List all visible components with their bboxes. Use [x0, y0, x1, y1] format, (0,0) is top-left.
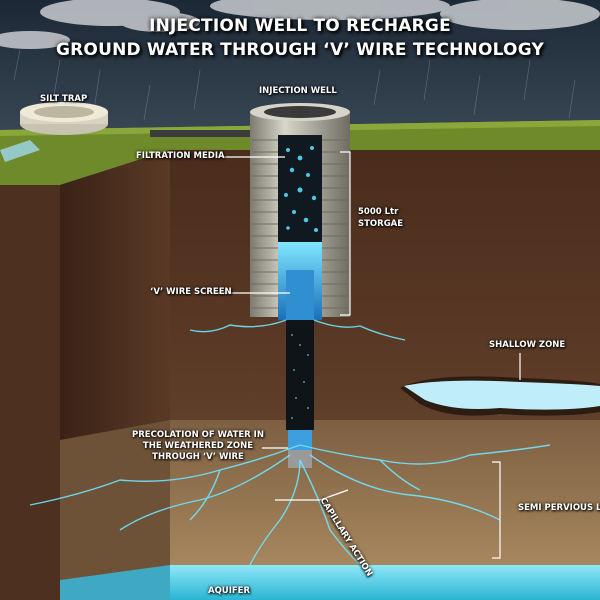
pipe-perforations: [291, 334, 309, 419]
semi-pervious-layer: [170, 420, 600, 570]
bore-pipe: [286, 320, 314, 430]
silt-trap-label: SILT TRAP: [40, 94, 88, 104]
v-wire-screen: [286, 270, 314, 320]
v-wire-screen-label: ‘V’ WIRE SCREEN: [150, 287, 232, 297]
shallow-zone-water: [400, 376, 600, 416]
gravel-pack: [288, 450, 312, 468]
storage-label: 5000 Ltr STORGAE: [358, 207, 404, 229]
silt-trap-tank: [0, 102, 108, 162]
diagram-title-line2: GROUND WATER THROUGH ‘V’ WIRE TECHNOLOGY: [55, 40, 545, 60]
aquifer-label: AQUIFER: [208, 586, 251, 596]
aquifer-band: [170, 565, 600, 600]
leader-lines: [215, 151, 521, 559]
clouds: [0, 0, 600, 49]
water-droplets: [284, 146, 318, 232]
bottom-screen: [288, 430, 312, 450]
inlet-pipe: [150, 130, 260, 137]
percolation-streams: [29, 319, 551, 566]
injection-well-label: INJECTION WELL: [259, 86, 337, 96]
semi-pervious-label: SEMI PERVIOUS LA: [518, 503, 600, 513]
diagram-title-line1: INJECTION WELL TO RECHARGE: [149, 16, 451, 36]
rain: [13, 49, 576, 121]
shallow-zone-label: SHALLOW ZONE: [489, 340, 566, 350]
filtration-media-label: FILTRATION MEDIA: [136, 151, 225, 161]
percolation-label: PRECOLATION OF WATER IN THE WEATHERED ZO…: [132, 430, 264, 462]
